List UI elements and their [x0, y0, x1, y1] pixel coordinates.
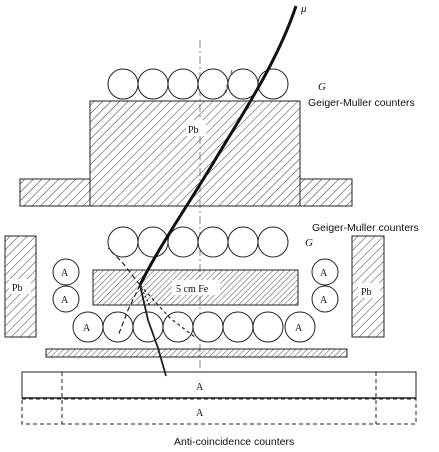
pb-center-label: Pb — [188, 125, 199, 136]
gm-top-label: Geiger-Muller counters — [308, 97, 415, 109]
anti-coincidence-slabs — [21, 371, 417, 425]
pb-label-box — [186, 120, 206, 136]
secondary-tracks — [107, 247, 197, 377]
a-counter-label-bl: A — [83, 323, 91, 334]
middle-gm-counter-row — [107, 226, 289, 258]
g-mid-label: G — [305, 237, 313, 249]
muon-label: μ — [300, 3, 307, 15]
a-counter-label-l2: A — [61, 295, 69, 306]
top-track-faint — [223, 69, 233, 96]
g-top-label: G — [318, 81, 326, 93]
muon-track — [138, 5, 298, 286]
a-counter-label-r1: A — [320, 268, 328, 279]
iron-label-box — [172, 280, 220, 295]
pb-left-label-box — [9, 279, 31, 294]
a-counter-label-br: A — [295, 323, 303, 334]
anti-counter-2-label: A — [196, 408, 204, 419]
a-counter-label-l1: A — [61, 268, 69, 279]
bottom-counter-row — [72, 311, 316, 343]
anti-coincidence-title: Anti-coincidence counters — [174, 436, 294, 448]
gm-mid-label: Geiger-Muller counters — [312, 222, 419, 234]
pb-right-label: Pb — [361, 287, 372, 298]
lead-absorber-main — [19, 100, 353, 207]
a-counter-label-r2: A — [320, 295, 328, 306]
side-a-counters — [52, 258, 339, 313]
pb-left-label: Pb — [12, 283, 23, 294]
iron-label: 5 cm Fe — [176, 284, 209, 295]
thin-lead-plate — [45, 348, 348, 358]
anti-counter-1-label: A — [196, 382, 204, 393]
pb-right-label-box — [358, 283, 380, 298]
